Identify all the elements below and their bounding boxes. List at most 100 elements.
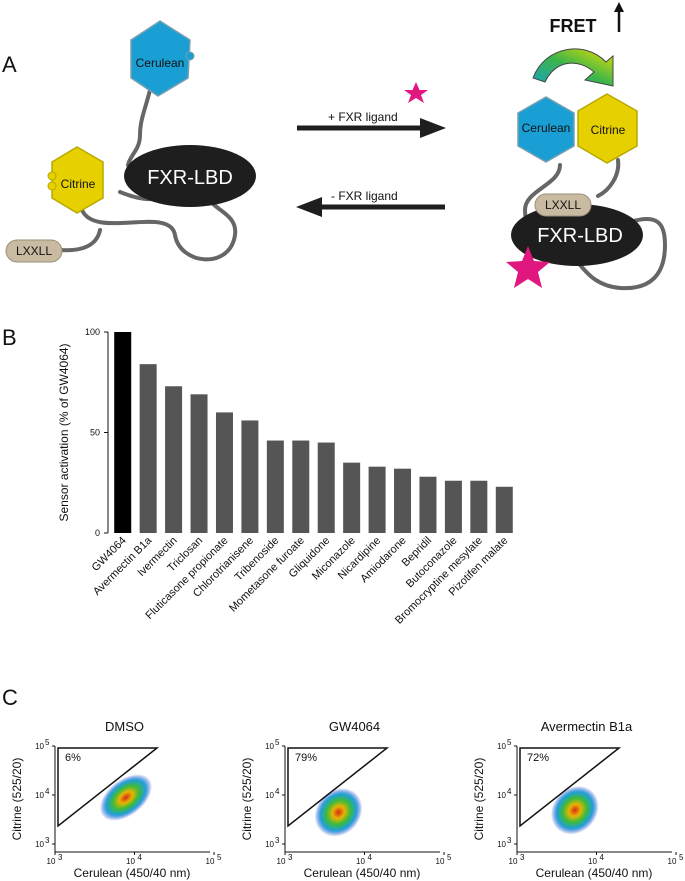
- flow-plot-title: DMSO: [105, 719, 144, 734]
- bar: [317, 442, 335, 533]
- flow-y-tick-label: 10: [35, 742, 44, 751]
- fxr-lbd-right: FXR-LBD: [511, 204, 643, 266]
- cerulean-right: Cerulean: [517, 96, 575, 163]
- flow-x-tick-exp: 4: [600, 853, 605, 862]
- flow-y-tick-exp: 5: [275, 738, 280, 747]
- flow-y-tick-label: 10: [265, 840, 274, 849]
- flow-x-tick-exp: 5: [447, 853, 452, 862]
- bar: [190, 394, 208, 533]
- flow-x-tick-exp: 5: [217, 853, 222, 862]
- gate-percent: 72%: [527, 752, 549, 764]
- flow-x-tick-label: 10: [206, 857, 215, 866]
- gate-percent: 79%: [295, 752, 317, 764]
- flow-x-tick-label: 10: [277, 857, 286, 866]
- fxr-lbd-left-label: FXR-LBD: [147, 167, 233, 189]
- bar: [114, 332, 132, 533]
- bar: [292, 440, 310, 533]
- flow-plot-title: GW4064: [329, 719, 380, 734]
- lxxll-left-label: LXXLL: [16, 244, 52, 258]
- flow-x-label: Cerulean (450/40 nm): [74, 866, 191, 880]
- citrine-left-label: Citrine: [61, 177, 96, 191]
- bar: [343, 462, 361, 533]
- citrine-right-label: Citrine: [591, 123, 626, 137]
- flow-y-label: Citrine (525/20): [240, 758, 254, 841]
- bar: [139, 364, 157, 533]
- bar: [444, 480, 462, 533]
- flow-x-tick-label: 10: [588, 857, 597, 866]
- flow-x-tick-exp: 3: [58, 853, 63, 862]
- fxr-lbd-left: FXR-LBD: [124, 145, 256, 207]
- panel-c-label: C: [2, 685, 18, 710]
- flow-y-tick-exp: 3: [275, 836, 280, 845]
- bar: [419, 476, 437, 533]
- panel-a-label: A: [2, 52, 17, 77]
- y-tick-label: 0: [95, 528, 100, 538]
- ligand-star-small: [404, 82, 428, 103]
- gate-percent: 6%: [65, 752, 81, 764]
- flow-x-tick-label: 10: [126, 857, 135, 866]
- reverse-arrow: - FXR ligand: [296, 189, 445, 217]
- bar: [495, 486, 513, 533]
- flow-x-tick-label: 10: [356, 857, 365, 866]
- lxxll-right-label: LXXLL: [545, 198, 581, 212]
- fret-label: FRET: [550, 16, 597, 36]
- citrine-left: Citrine: [47, 146, 104, 214]
- gate-polygon: [57, 747, 160, 828]
- gate-polygon: [287, 747, 390, 828]
- reverse-arrow-label: - FXR ligand: [331, 189, 398, 203]
- flow-y-tick-exp: 5: [45, 738, 50, 747]
- forward-arrow-label: + FXR ligand: [328, 110, 398, 124]
- fret-up-arrow: [614, 2, 624, 32]
- flow-x-tick-exp: 5: [679, 853, 684, 862]
- gate-polygon: [519, 747, 622, 828]
- event-density: [550, 785, 599, 835]
- flow-y-tick-exp: 3: [45, 836, 50, 845]
- flow-plot-title: Avermectin B1a: [541, 719, 633, 734]
- flow-y-label: Citrine (525/20): [10, 758, 24, 841]
- y-axis-label: Sensor activation (% of GW4064): [57, 343, 71, 521]
- bar: [215, 412, 233, 533]
- event-density: [314, 788, 363, 837]
- flow-y-tick-exp: 3: [507, 836, 512, 845]
- citrine-right: Citrine: [577, 93, 638, 164]
- flow-y-label: Citrine (525/20): [472, 758, 486, 841]
- cerulean-left-label: Cerulean: [136, 56, 185, 70]
- flow-x-tick-exp: 3: [288, 853, 293, 862]
- flow-y-tick-label: 10: [497, 840, 506, 849]
- forward-arrow: + FXR ligand: [297, 110, 446, 138]
- fxr-lbd-right-label: FXR-LBD: [537, 225, 623, 247]
- flow-y-tick-label: 10: [265, 742, 274, 751]
- flow-x-label: Cerulean (450/40 nm): [536, 866, 653, 880]
- flow-y-tick-label: 10: [265, 791, 274, 800]
- flow-x-tick-label: 10: [509, 857, 518, 866]
- bar: [266, 440, 284, 533]
- flow-y-tick-label: 10: [35, 791, 44, 800]
- flow-x-tick-label: 10: [47, 857, 56, 866]
- y-tick-label: 50: [90, 428, 100, 438]
- bar: [165, 386, 183, 533]
- flow-y-tick-label: 10: [35, 840, 44, 849]
- flow-y-tick-label: 10: [497, 791, 506, 800]
- lxxll-left: LXXLL: [5, 239, 63, 263]
- flow-y-tick-exp: 5: [507, 738, 512, 747]
- lxxll-right: LXXLL: [534, 193, 592, 217]
- event-density: [99, 774, 153, 821]
- bar: [368, 466, 386, 533]
- left-linkers: [58, 88, 238, 262]
- ligand-star-large: [506, 246, 550, 288]
- fret-curved-arrow: [532, 48, 614, 87]
- bar: [394, 468, 412, 533]
- flow-y-tick-exp: 4: [45, 787, 50, 796]
- cerulean-right-label: Cerulean: [522, 121, 571, 135]
- flow-x-tick-exp: 4: [138, 853, 143, 862]
- panel-b-label: B: [2, 325, 17, 350]
- flow-x-tick-exp: 4: [368, 853, 373, 862]
- y-tick-label: 100: [85, 327, 100, 337]
- flow-x-tick-exp: 3: [520, 853, 525, 862]
- flow-x-tick-label: 10: [436, 857, 445, 866]
